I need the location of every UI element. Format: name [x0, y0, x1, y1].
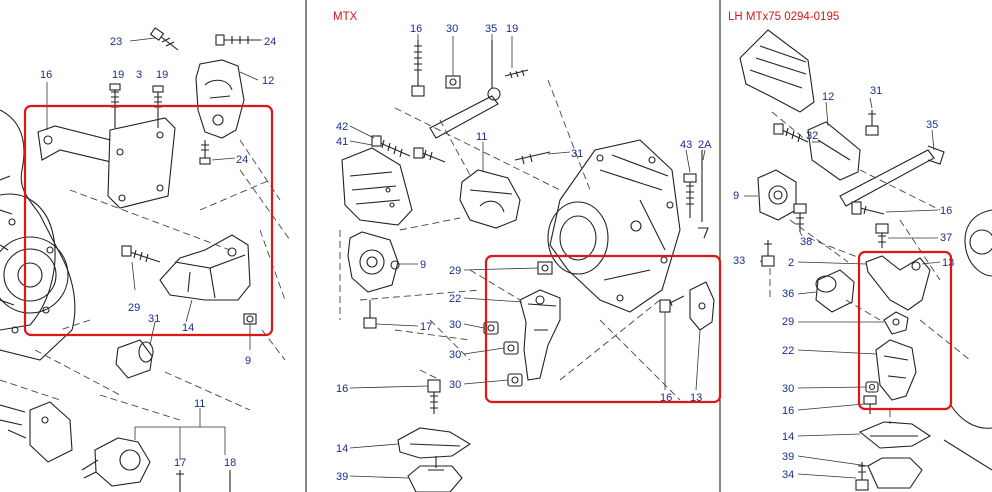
callout-label: 2	[788, 257, 794, 269]
callout-label: 17	[420, 321, 432, 333]
callout-label: 43	[680, 139, 692, 151]
callout-label: 36	[782, 288, 794, 300]
callout-label: 9	[733, 190, 739, 202]
callout-label: 12	[822, 91, 834, 103]
callout-label: 31	[148, 313, 160, 325]
callout-label: 19	[506, 23, 518, 35]
callout-label: 9	[420, 259, 426, 271]
callout-label: 2A	[698, 139, 712, 151]
highlight-box-middle	[484, 254, 722, 404]
panel-header-right: LH MTx75 0294-0195	[728, 11, 839, 23]
left-panel-leaders	[46, 37, 262, 350]
callout-label: 38	[800, 236, 812, 248]
callout-label: 31	[571, 148, 583, 160]
callout-label: 11	[476, 131, 487, 143]
left-panel-callouts: 23 24 16 19 3 19 12 24 29 31 14 9 11 17 …	[40, 36, 276, 469]
callout-label: 12	[262, 75, 274, 87]
panel-header-middle: MTX	[333, 11, 358, 23]
callout-label: 19	[156, 69, 168, 81]
callout-label: 39	[336, 471, 348, 483]
callout-label: 29	[782, 316, 794, 328]
callout-label: 34	[782, 469, 794, 481]
callout-label: 32	[806, 130, 818, 142]
callout-label: 16	[336, 383, 348, 395]
callout-label: 13	[942, 257, 954, 269]
callout-label: 16	[782, 405, 794, 417]
callout-label: 23	[110, 36, 122, 48]
callout-label: 42	[336, 121, 348, 133]
callout-label: 22	[449, 293, 461, 305]
callout-label: 9	[245, 355, 251, 367]
right-panel-leaders	[744, 97, 941, 479]
callout-label: 3	[136, 69, 142, 81]
middle-panel-drawing	[339, 40, 715, 492]
highlight-box-left	[23, 104, 274, 337]
callout-label: 14	[782, 431, 794, 443]
callout-label: 35	[926, 119, 938, 131]
callout-label: 30	[782, 383, 794, 395]
callout-label: 11	[194, 398, 205, 410]
callout-label: 33	[733, 255, 745, 267]
callout-label: 22	[782, 345, 794, 357]
callout-label: 30	[449, 319, 461, 331]
callout-label: 37	[940, 232, 952, 244]
callout-label: 30	[449, 349, 461, 361]
callout-label: 31	[870, 85, 882, 97]
callout-label: 14	[182, 322, 194, 334]
callout-label: 29	[449, 265, 461, 277]
callout-label: 18	[224, 457, 236, 469]
callout-label: 19	[112, 69, 124, 81]
callout-label: 35	[485, 23, 497, 35]
callout-label: 24	[264, 36, 276, 48]
callout-label: 39	[782, 451, 794, 463]
right-panel-drawing	[739, 29, 992, 491]
callout-label: 14	[336, 443, 348, 455]
highlight-box-right	[857, 250, 953, 411]
left-panel-drawing	[0, 27, 291, 492]
callout-label: 41	[336, 136, 348, 148]
callout-label: 30	[446, 23, 458, 35]
callout-label: 16	[410, 23, 422, 35]
callout-label: 16	[40, 69, 52, 81]
callout-label: 16	[940, 205, 952, 217]
callout-label: 17	[174, 457, 186, 469]
callout-label: 29	[128, 302, 140, 314]
callout-label: 24	[236, 154, 248, 166]
callout-label: 30	[449, 379, 461, 391]
